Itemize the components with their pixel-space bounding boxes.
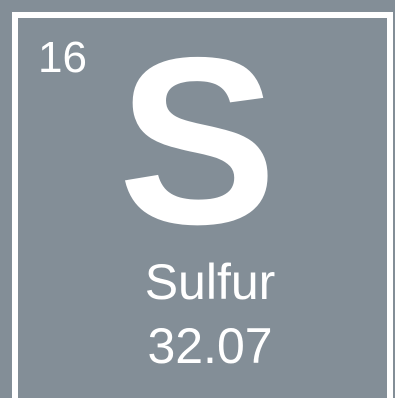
tile-frame bbox=[12, 12, 393, 398]
atomic-number: 16 bbox=[38, 33, 87, 82]
element-name: Sulfur bbox=[144, 254, 276, 310]
element-symbol: S bbox=[118, 9, 277, 274]
atomic-mass: 32.07 bbox=[147, 318, 273, 374]
